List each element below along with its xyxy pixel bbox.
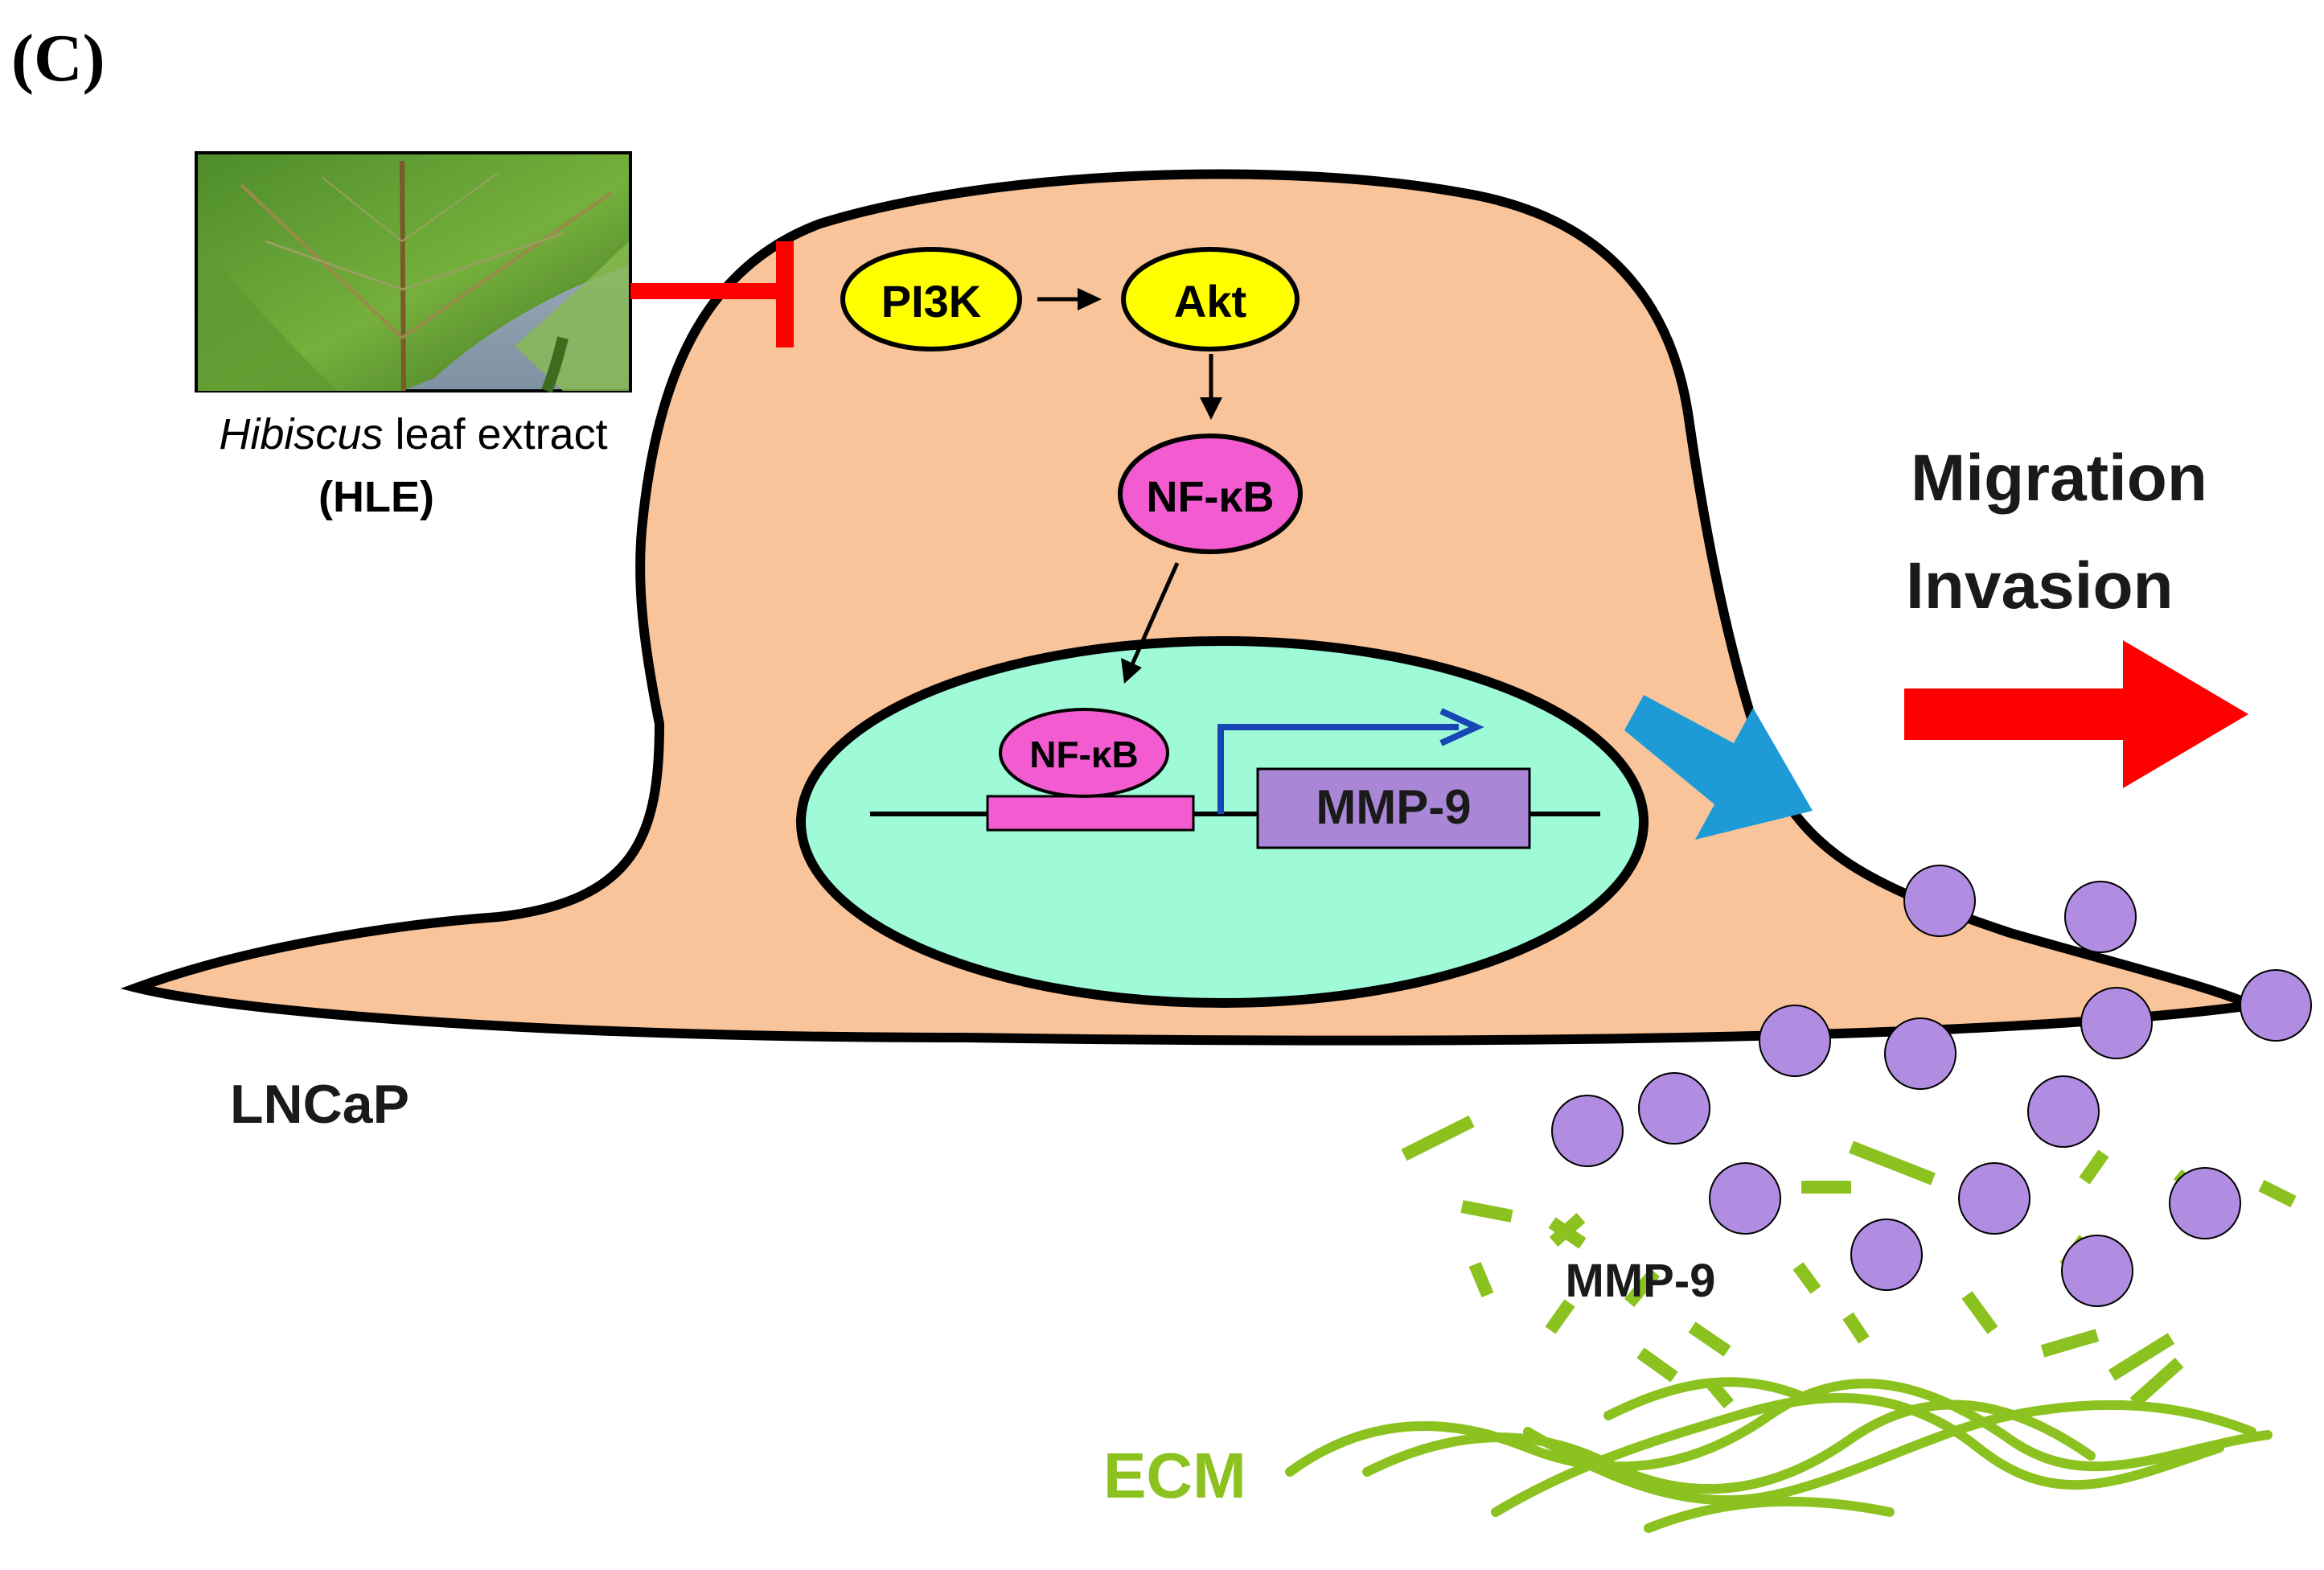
ecm-label: ECM [1103,1440,1246,1511]
mmp9-gene-box [1256,767,1531,849]
akt-node [1121,247,1300,351]
mmp9-molecule [1958,1162,2030,1235]
mmp9-molecule [2169,1167,2241,1239]
mmp9-molecule [1638,1072,1710,1145]
invasion-label: Invasion [1906,549,2174,623]
panel-label: (C) [11,21,105,96]
ecm-fibers [1285,1377,2273,1533]
hle-name-rest: leaf extract [383,410,607,458]
mmp9-molecule [1903,865,1976,937]
ecm-fragments [1401,1115,2297,1409]
arrow-nfkb-nucleus-head [1121,658,1142,684]
mmp9-molecule [2240,969,2312,1042]
lncap-label: LNCaP [230,1074,409,1135]
transcription-arrow-head [1439,708,1484,746]
transcription-arrow [1217,724,1459,814]
mmp9-molecule [1759,1005,1831,1077]
mmp9-molecule [1884,1017,1957,1090]
pi3k-label: PI3K [881,276,982,327]
arrow-nfkb-nucleus [1130,561,1180,666]
migration-invasion-arrow [1904,640,2248,788]
hle-abbrev: (HLE) [318,473,434,521]
mmp9-molecule [1709,1162,1781,1235]
arrow-akt-nfkb-head [1200,397,1222,420]
nfkb-cytoplasm-node [1118,434,1303,554]
hle-name-italic: Hibiscus [219,410,383,458]
mmp9-molecule [2027,1075,2100,1148]
hle-label: Hibiscus leaf extract [219,410,607,458]
akt-label: Akt [1174,276,1246,327]
mmp9-molecule [1850,1219,1923,1291]
secreted-mmp9-label: MMP-9 [1566,1255,1716,1307]
pi3k-node [840,247,1022,351]
mmp9-molecules [1551,865,2312,1307]
mmp9-molecule [2080,987,2153,1059]
nfkb-nucleus-label: NF-κB [1029,734,1139,775]
mmp9-molecule [1551,1095,1624,1167]
promoter-box [986,795,1195,832]
secretion-arrow [1624,695,1813,840]
mmp9-molecule [2061,1235,2133,1307]
mmp9-gene-label: MMP-9 [1316,780,1471,834]
ecm-fragment-x [1548,1217,1587,1249]
mmp9-molecule [2064,881,2137,953]
nfkb-nucleus-node [999,708,1169,798]
hibiscus-leaf-image [195,151,632,393]
migration-label: Migration [1911,442,2207,515]
arrow-pi3k-akt-head [1078,288,1102,310]
nfkb-cytoplasm-label: NF-κB [1146,473,1274,521]
